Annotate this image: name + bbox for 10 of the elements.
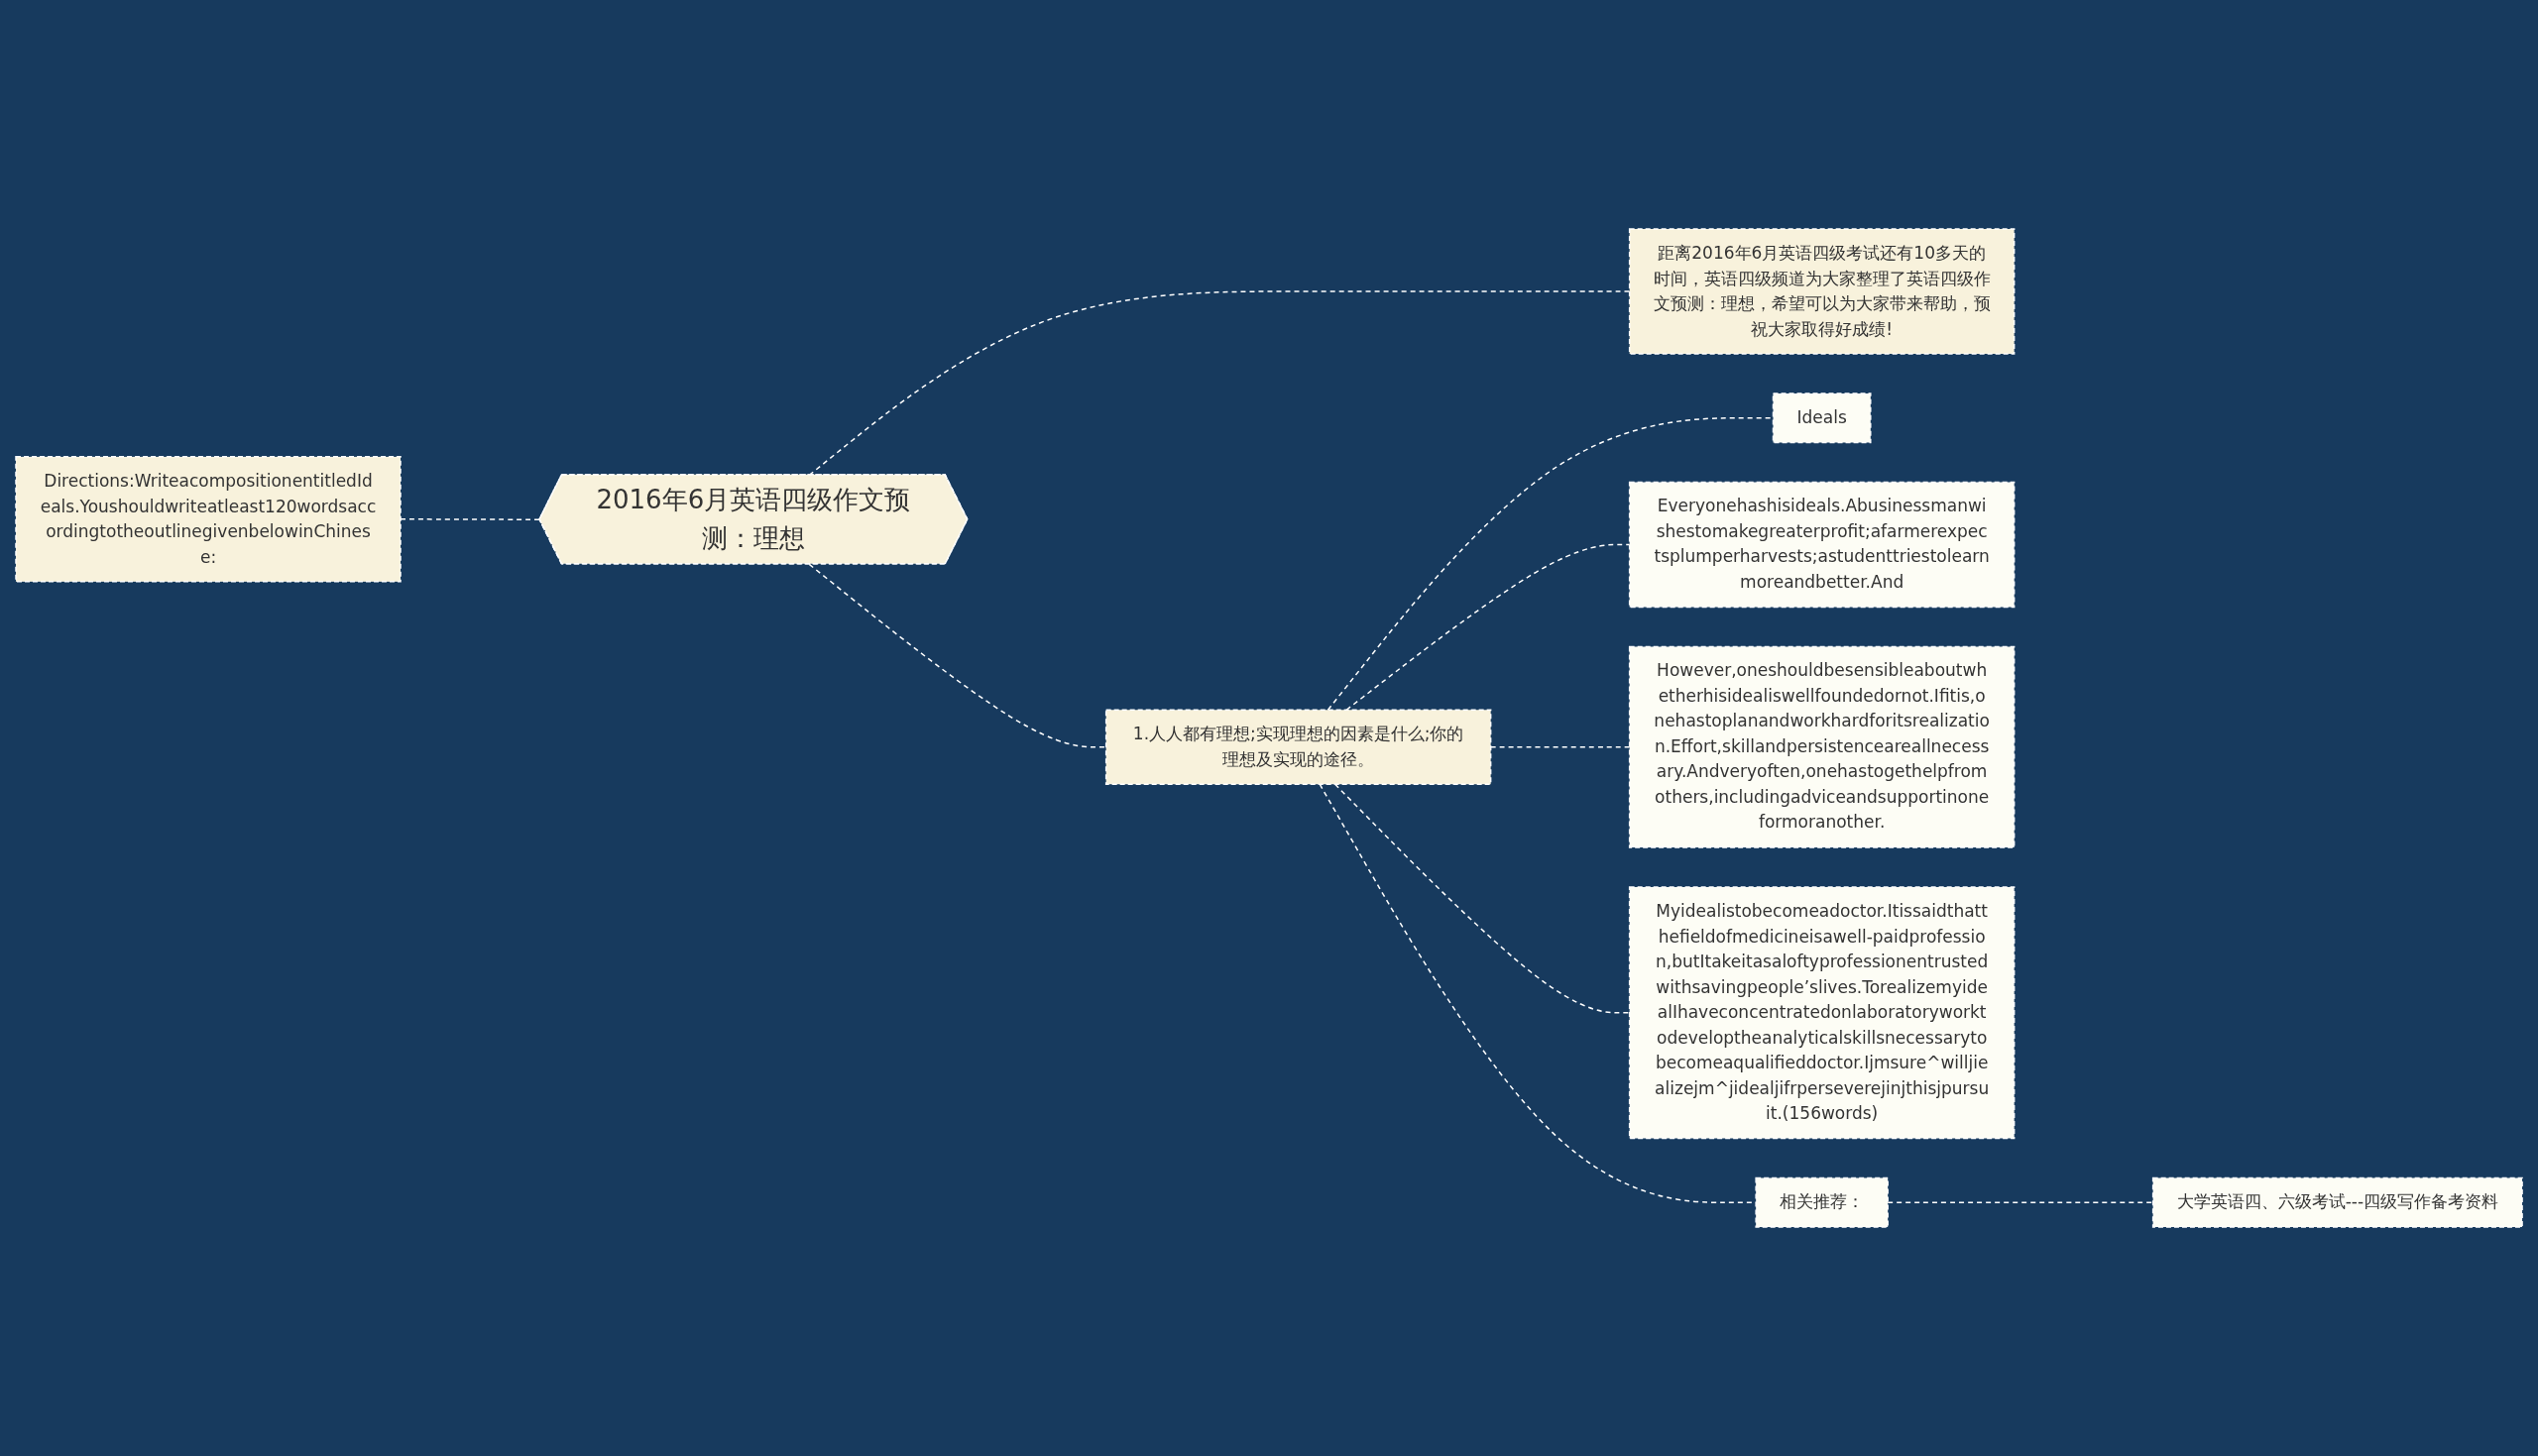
node-box: 大学英语四、六级考试---四级写作备考资料	[2151, 1176, 2523, 1228]
node-box: 相关推荐：	[1755, 1176, 1889, 1228]
node-box: Ideals	[1772, 392, 1872, 444]
node-box: However,oneshouldbesensibleaboutwhetherhisidealiswellfoundedornot.Ifitis,onehastoplanandworkhardforitsrealization.Effort,skillandpersistenceareallnecessary.Andveryoften,onehastogethelpfromothers,includingadviceandsupportinoneformoranother.	[1628, 645, 2016, 848]
node-box: Everyonehashisideals.Abusinessmanwishestomakegreaterprofit;afarmerexpectsplumperharvests;astudenttriestolearnmoreandbetter.And	[1628, 481, 2016, 609]
node-box: Myidealistobecomeadoctor.Itissaidthatthefieldofmedicineisawell-paidprofession,butItakeitasaloftyprofessionentrustedwithsavingpeople’slives.TorealizemyidealIhaveconcentratedonlaboratoryworktodeveloptheanalyticalskillsnecessarytobecomeaqualifieddoctor.Ijmsure^willjiealizejm^jidealjifrperseverejinjthisjpursuit.(156words)	[1628, 886, 2016, 1140]
node-box: Directions:WriteacompositionentitledIdeals.Youshouldwriteatleast120wordsaccordingtotheoutlinegivenbelowinChinese:	[15, 456, 402, 583]
node-box: 距离2016年6月英语四级考试还有10多天的时间，英语四级频道为大家整理了英语四级作文预测：理想，希望可以为大家带来帮助，预祝大家取得好成绩!	[1628, 228, 2016, 355]
node-box: 1.人人都有理想;实现理想的因素是什么;你的理想及实现的途径。	[1104, 709, 1492, 785]
connector	[400, 518, 541, 521]
